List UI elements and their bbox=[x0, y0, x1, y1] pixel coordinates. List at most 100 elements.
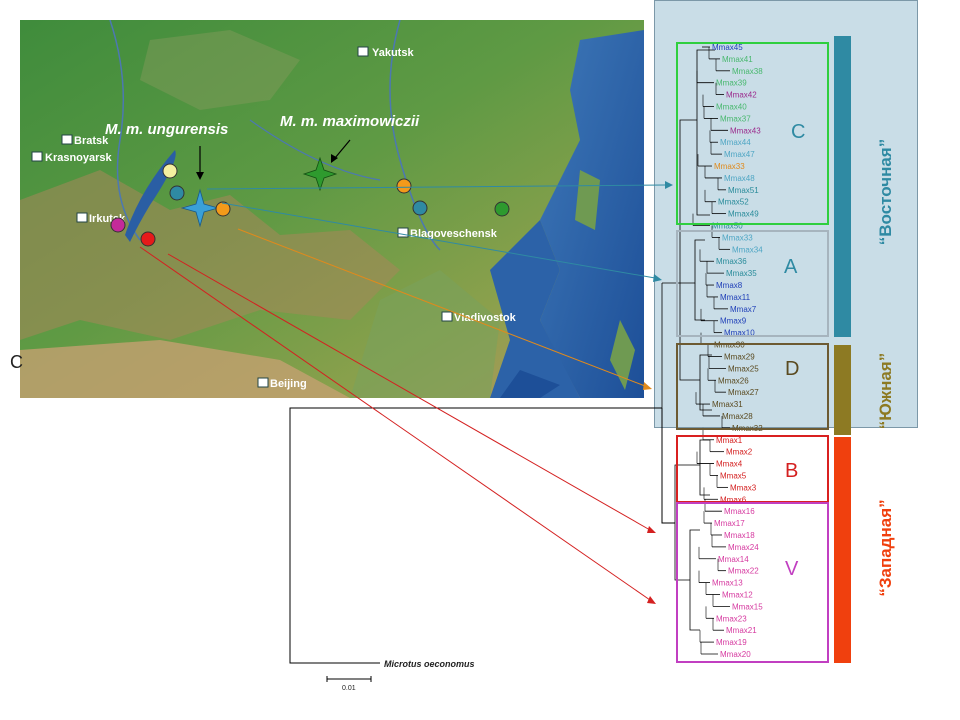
sample-dot-magenta bbox=[110, 217, 126, 233]
leaf-label: Mmax45 bbox=[712, 43, 743, 52]
region-bar-east bbox=[834, 36, 851, 337]
leaf-label: Mmax15 bbox=[732, 602, 763, 611]
leaf-label: Mmax5 bbox=[720, 471, 747, 480]
sample-dot-orange-east bbox=[396, 178, 412, 194]
leaf-label: Mmax11 bbox=[720, 293, 751, 302]
region-label-south: “Южная” bbox=[876, 352, 895, 430]
leaf-label: Mmax33 bbox=[722, 233, 753, 242]
siberia-map: Yakutsk Bratsk Krasnoyarsk Irkutsk Blago… bbox=[20, 20, 644, 398]
city-label-krasnoyarsk: Krasnoyarsk bbox=[45, 152, 113, 164]
clade-letter-b: B bbox=[785, 460, 799, 482]
clade-letter-v: V bbox=[785, 558, 799, 580]
sample-dot-green bbox=[494, 201, 510, 217]
leaf-label: Mmax21 bbox=[726, 626, 757, 635]
city-label-beijing: Beijing bbox=[270, 378, 307, 390]
tree-leaves: Mmax45Mmax41Mmax38Mmax39Mmax42Mmax40Mmax… bbox=[692, 43, 763, 659]
leaf-label: Mmax37 bbox=[720, 114, 751, 123]
leaf-label: Mmax24 bbox=[728, 543, 759, 552]
outgroup-label: Microtus oeconomus bbox=[384, 659, 475, 669]
clade-letter-d: D bbox=[785, 358, 800, 380]
clade-box-v bbox=[676, 502, 829, 663]
leaf-label: Mmax18 bbox=[724, 531, 755, 540]
leaf-label: Mmax12 bbox=[722, 590, 753, 599]
city-label-vladivostok: Vladivostok bbox=[454, 312, 517, 324]
tree-backbone bbox=[661, 49, 715, 631]
leaf-label: Mmax42 bbox=[726, 91, 757, 100]
sample-dot-orange-west bbox=[215, 201, 231, 217]
connector-arrows bbox=[139, 181, 673, 604]
leaf-label: Mmax31 bbox=[712, 400, 743, 409]
leaf-label: Mmax17 bbox=[714, 519, 745, 528]
clade-box-a bbox=[676, 230, 829, 337]
sample-dot-teal-west bbox=[169, 185, 185, 201]
leaf-label: Mmax35 bbox=[726, 269, 757, 278]
leaf-label: Mmax30 bbox=[714, 341, 745, 350]
leaf-label: Mmax26 bbox=[718, 376, 749, 385]
leaf-label: Mmax1 bbox=[716, 436, 743, 445]
leaf-label: Mmax6 bbox=[720, 495, 747, 504]
leaf-label: Mmax52 bbox=[718, 198, 749, 207]
leaf-label: Mmax51 bbox=[728, 186, 759, 195]
leaf-label: Mmax29 bbox=[724, 352, 755, 361]
leaf-label: Mmax25 bbox=[728, 364, 759, 373]
sample-dot-yellow bbox=[162, 163, 178, 179]
leaf-label: Mmax34 bbox=[732, 245, 763, 254]
city-blagoveschensk: Blagoveschensk bbox=[397, 227, 498, 240]
leaf-label: Mmax10 bbox=[724, 329, 755, 338]
leaf-label: Mmax44 bbox=[720, 138, 751, 147]
leaf-label: Mmax7 bbox=[730, 305, 757, 314]
leaf-label: Mmax48 bbox=[724, 174, 755, 183]
label-maximowiczii: M. m. maximowiczii bbox=[280, 113, 420, 130]
region-label-east: “Восточная” bbox=[876, 138, 895, 246]
clade-box-c bbox=[676, 42, 829, 225]
leaf-label: Mmax36 bbox=[716, 257, 747, 266]
city-beijing: Beijing bbox=[257, 377, 307, 390]
leaf-label: Mmax14 bbox=[718, 555, 749, 564]
leaf-label: Mmax4 bbox=[716, 460, 743, 469]
panel-letter: C bbox=[10, 352, 23, 372]
clade-letter-c: C bbox=[791, 121, 806, 143]
scale-bar: 0.01 bbox=[326, 676, 372, 692]
sample-dot-teal-east bbox=[412, 200, 428, 216]
city-krasnoyarsk: Krasnoyarsk bbox=[31, 151, 113, 164]
city-yakutsk: Yakutsk bbox=[357, 46, 414, 59]
leaf-label: Mmax16 bbox=[724, 507, 755, 516]
leaf-label: Mmax3 bbox=[730, 483, 757, 492]
label-ungurensis: M. m. ungurensis bbox=[105, 121, 228, 138]
leaf-label: Mmax19 bbox=[716, 638, 747, 647]
star-maximowiczii bbox=[302, 156, 338, 192]
leaf-label: Mmax23 bbox=[716, 614, 747, 623]
outgroup-branch bbox=[289, 407, 675, 664]
city-label-bratsk: Bratsk bbox=[74, 135, 109, 147]
leaf-label: Mmax28 bbox=[722, 412, 753, 421]
city-label-yakutsk: Yakutsk bbox=[372, 47, 414, 59]
leaf-label: Mmax20 bbox=[720, 650, 751, 659]
clade-box-d bbox=[676, 343, 829, 430]
leaf-label: Mmax27 bbox=[728, 388, 759, 397]
leaf-label: Mmax38 bbox=[732, 67, 763, 76]
leaf-label: Mmax33 bbox=[714, 162, 745, 171]
leaf-label: Mmax39 bbox=[716, 79, 747, 88]
leaf-label: Mmax47 bbox=[724, 150, 755, 159]
leaf-label: Mmax13 bbox=[712, 579, 743, 588]
leaf-label: Mmax50 bbox=[712, 222, 743, 231]
sample-dot-red bbox=[140, 231, 156, 247]
city-vladivostok: Vladivostok bbox=[441, 311, 517, 324]
leaf-label: Mmax22 bbox=[728, 567, 759, 576]
region-bar-south bbox=[834, 345, 851, 435]
leaf-label: Mmax2 bbox=[726, 448, 753, 457]
city-bratsk: Bratsk bbox=[61, 134, 109, 147]
region-bar-west bbox=[834, 437, 851, 663]
region-label-west: “Западная” bbox=[876, 499, 895, 597]
leaf-label: Mmax40 bbox=[716, 103, 747, 112]
city-label-blagoveschensk: Blagoveschensk bbox=[410, 228, 498, 240]
clade-letter-a: A bbox=[784, 256, 798, 278]
leaf-label: Mmax41 bbox=[722, 55, 753, 64]
scale-label: 0.01 bbox=[342, 685, 356, 692]
leaf-label: Mmax9 bbox=[720, 317, 747, 326]
tree-panel-background bbox=[654, 0, 918, 428]
leaf-label: Mmax43 bbox=[730, 126, 761, 135]
star-ungurensis bbox=[180, 188, 220, 228]
leaf-label: Mmax8 bbox=[716, 281, 743, 290]
